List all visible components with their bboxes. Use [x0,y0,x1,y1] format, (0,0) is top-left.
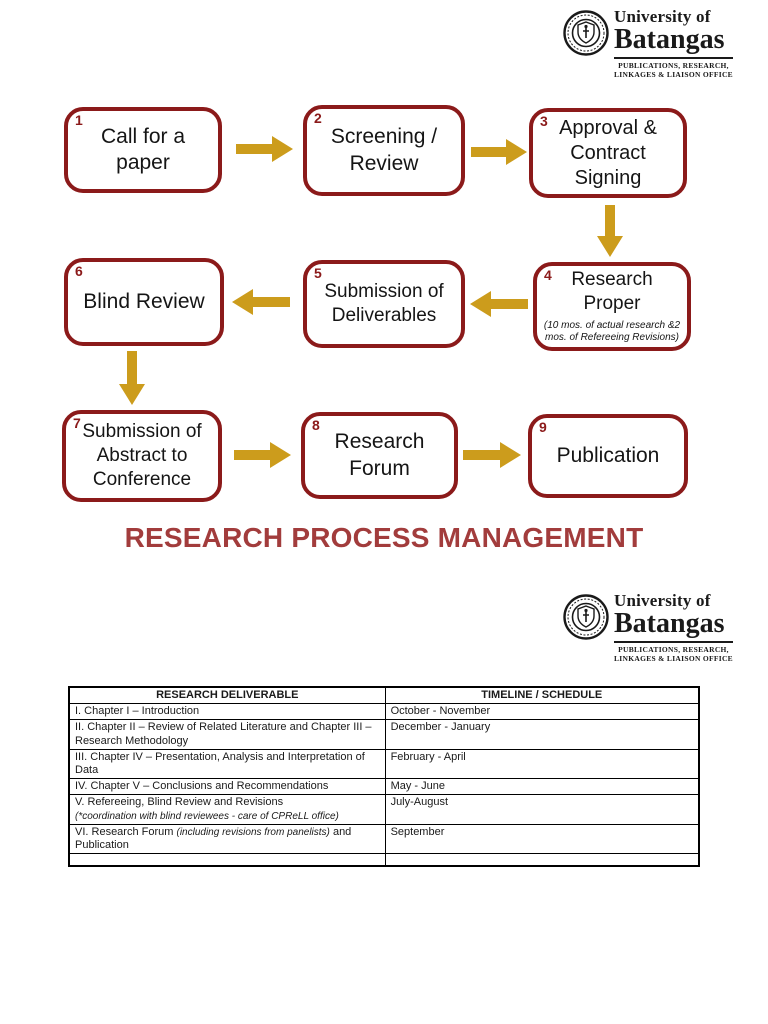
step-number: 2 [314,110,322,126]
flow-step-8-research-forum: 8 Research Forum [301,412,458,499]
university-name-line2: Batangas [614,24,725,55]
office-subtitle-line2: LINKAGES & LIAISON OFFICE [614,654,733,664]
arrow-down-icon [597,205,623,257]
university-logo-text: University of Batangas PUBLICATIONS, RES… [614,8,733,80]
deliverable-note-inline: (including revisions from panelists) [176,826,330,838]
flow-step-4-research-proper: 4 Research Proper (10 mos. of actual res… [533,262,691,351]
arrow-right-icon [234,442,291,468]
timeline-cell: December - January [384,719,700,750]
arrow-left-icon [232,289,290,315]
table-row: II. Chapter II – Review of Related Liter… [68,719,700,750]
office-subtitle: PUBLICATIONS, RESEARCH, LINKAGES & LIAIS… [614,641,733,664]
university-name-line1: University of [614,591,711,610]
university-name-line2: Batangas [614,608,725,639]
step-number: 4 [544,267,552,283]
step-label: Call for a paper [100,124,186,174]
office-subtitle-line2: LINKAGES & LIAISON OFFICE [614,70,733,80]
step-label: Submission of Abstract to Conference [82,421,202,490]
step-number: 9 [539,419,547,435]
university-logo-text: University of Batangas PUBLICATIONS, RES… [614,592,733,664]
deliverable-cell: I. Chapter I – Introduction [68,703,386,721]
deliverable-cell: IV. Chapter V – Conclusions and Recommen… [68,778,386,796]
office-subtitle-line1: PUBLICATIONS, RESEARCH, [618,645,729,654]
table-row: VI. Research Forum (including revisions … [68,823,700,855]
timeline-cell: October - November [384,703,700,721]
step-number: 5 [314,265,322,281]
university-logo-top: University of Batangas PUBLICATIONS, RES… [563,8,733,80]
step-label: Research Proper [571,269,653,314]
page-title: RESEARCH PROCESS MANAGEMENT [124,522,644,553]
step-number: 6 [75,263,83,279]
table-header-row: RESEARCH DELIVERABLE TIMELINE / SCHEDULE [68,686,700,705]
flow-step-5-submission-deliverables: 5 Submission of Deliverables [303,260,465,348]
timeline-cell: February - April [384,748,700,780]
step-number: 8 [312,417,320,433]
table-row-empty [68,853,700,867]
table-row: IV. Chapter V – Conclusions and Recommen… [68,778,700,796]
deliverable-cell [68,853,386,867]
university-logo-bottom: University of Batangas PUBLICATIONS, RES… [563,592,733,664]
office-subtitle: PUBLICATIONS, RESEARCH, LINKAGES & LIAIS… [614,57,733,80]
flow-step-9-publication: 9 Publication [528,414,688,498]
arrow-right-icon [236,136,293,162]
deliverable-text: V. Refereeing, Blind Review and Revision… [75,796,284,809]
arrow-left-icon [470,291,528,317]
step-label: Submission of Deliverables [324,281,444,326]
university-name-line1: University of [614,7,711,26]
deliverable-text-suffix: and Publication [75,825,352,851]
deliverable-cell: V. Refereeing, Blind Review and Revision… [68,794,386,825]
table-row: V. Refereeing, Blind Review and Revision… [68,794,700,825]
step-label: Publication [556,443,660,467]
step-number: 3 [540,113,548,129]
deliverable-text-prefix: VI. Research Forum [75,825,177,838]
timeline-cell: May - June [384,778,700,796]
flow-step-3-approval-contract: 3 Approval & Contract Signing [529,108,687,198]
timeline-cell: September [384,823,700,855]
step-label: Blind Review [83,289,205,313]
flow-step-7-submission-abstract: 7 Submission of Abstract to Conference [62,410,222,502]
step-number: 7 [73,415,81,431]
column-header-timeline: TIMELINE / SCHEDULE [384,686,700,705]
step-label: Research Forum [334,430,425,480]
deliverables-schedule-table: RESEARCH DELIVERABLE TIMELINE / SCHEDULE… [68,686,700,867]
deliverable-cell: III. Chapter IV – Presentation, Analysis… [68,748,386,780]
column-header-deliverable: RESEARCH DELIVERABLE [68,686,386,705]
step-label: Approval & Contract Signing [559,116,657,189]
timeline-cell [384,853,700,867]
timeline-cell: July-August [384,794,700,825]
arrow-down-icon [119,351,145,405]
university-seal-icon [563,10,609,61]
deliverable-cell: II. Chapter II – Review of Related Liter… [68,719,386,750]
arrow-right-icon [463,442,521,468]
step-number: 1 [75,112,83,128]
flow-step-2-screening-review: 2 Screening / Review [303,105,465,196]
step-note: (10 mos. of actual research &2 mos. of R… [543,319,681,344]
university-seal-icon [563,594,609,645]
arrow-right-icon [471,139,527,165]
table-row: III. Chapter IV – Presentation, Analysis… [68,748,700,780]
deliverable-note: (*coordination with blind reviewees - ca… [75,810,339,822]
flow-step-1-call-for-paper: 1 Call for a paper [64,107,222,193]
table-row: I. Chapter I – Introduction October - No… [68,703,700,721]
office-subtitle-line1: PUBLICATIONS, RESEARCH, [618,61,729,70]
step-label: Screening / Review [330,125,438,175]
flow-step-6-blind-review: 6 Blind Review [64,258,224,346]
deliverable-cell: VI. Research Forum (including revisions … [68,823,386,855]
